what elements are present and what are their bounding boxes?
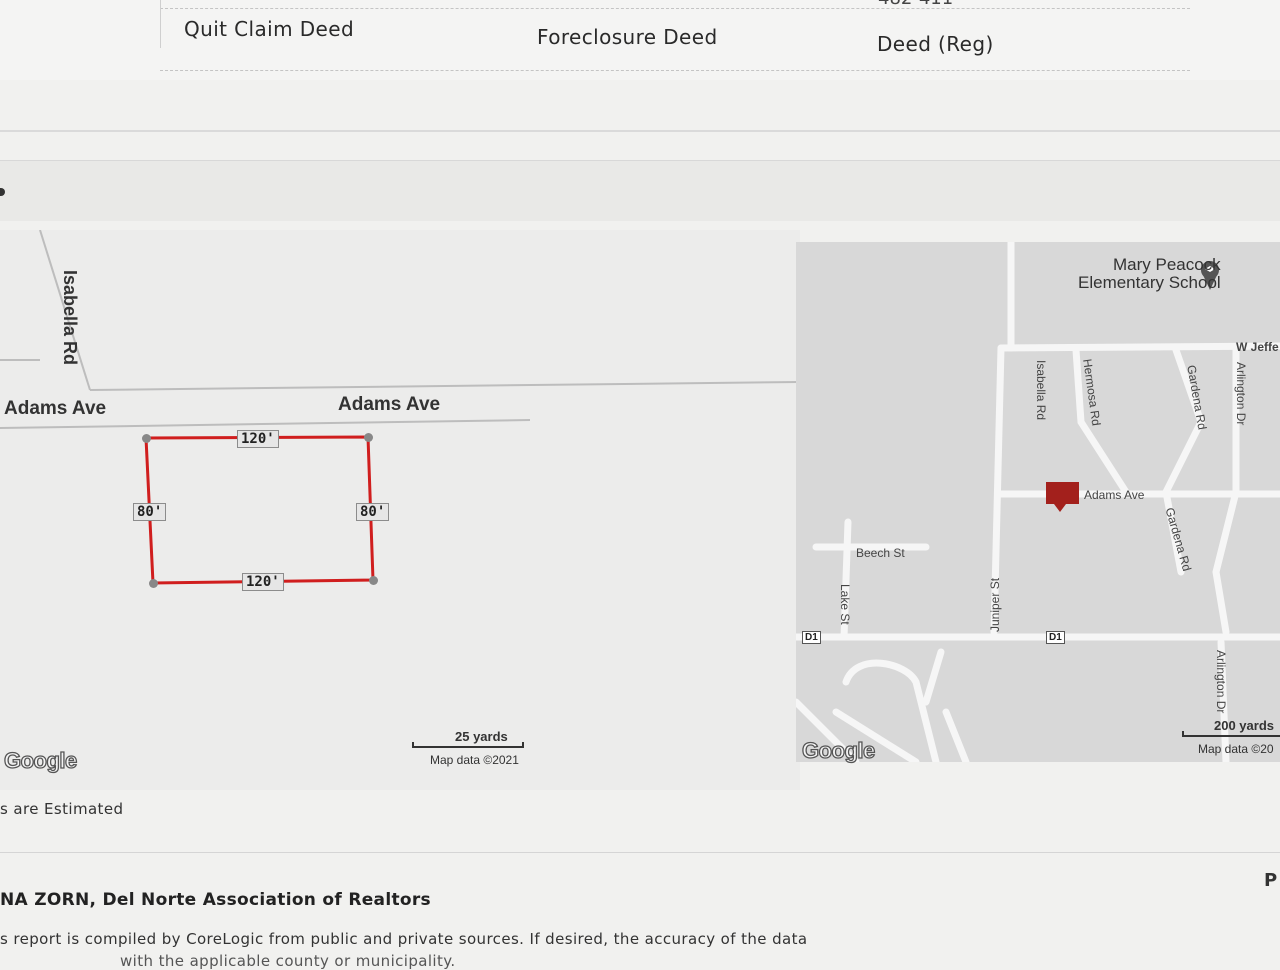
section-marker xyxy=(0,188,5,196)
road-label-adams-left: Adams Ave xyxy=(4,398,107,419)
estimated-note: s are Estimated xyxy=(0,800,124,818)
table-row-divider xyxy=(160,70,1190,71)
deed-reference-number: 482-411 xyxy=(878,0,953,9)
parcel-corner-point xyxy=(369,576,378,585)
map-scale-bar xyxy=(1182,731,1280,737)
google-logo: Google xyxy=(801,737,876,763)
map-scale-label: 25 yards xyxy=(455,729,508,744)
street-label: W Jeffe xyxy=(1236,340,1279,354)
route-shield: D1 xyxy=(1046,631,1065,644)
deed-type-cell: Quit Claim Deed xyxy=(184,17,355,41)
table-column-divider xyxy=(160,0,161,48)
deed-type-cell: Deed (Reg) xyxy=(877,32,994,56)
street-label: Juniper St xyxy=(988,577,1002,632)
poi-label-school[interactable]: Mary Peacock Elementary School xyxy=(1078,256,1221,292)
section-divider xyxy=(0,130,1280,132)
road-label-adams-right: Adams Ave xyxy=(338,394,441,415)
disclaimer-text-continued: with the applicable county or municipali… xyxy=(120,952,456,970)
route-shield: D1 xyxy=(802,631,821,644)
map-data-credit[interactable]: Map data ©20 xyxy=(1198,742,1274,756)
parcel-map-canvas xyxy=(0,230,800,585)
dimension-label-top: 120' xyxy=(237,430,279,448)
street-label: Arlington Dr xyxy=(1214,650,1228,714)
school-pin-icon xyxy=(1201,261,1219,290)
dimension-label-right: 80' xyxy=(356,503,390,521)
map-scale-bar xyxy=(412,742,524,748)
street-label: Arlington Dr xyxy=(1234,362,1248,426)
deed-type-cell: Foreclosure Deed xyxy=(537,25,718,49)
parcel-corner-point xyxy=(149,579,158,588)
table-row-divider xyxy=(160,8,1190,9)
street-label: Adams Ave xyxy=(1084,488,1145,502)
location-marker-icon xyxy=(1046,482,1079,512)
street-label: Isabella Rd xyxy=(1034,360,1048,421)
parcel-corner-point xyxy=(142,434,151,443)
map-data-credit[interactable]: Map data ©2021 xyxy=(430,753,519,767)
dimension-label-bottom: 120' xyxy=(242,573,284,591)
parcel-corner-point xyxy=(364,433,373,442)
page-indicator: P xyxy=(1264,870,1278,891)
google-logo: Google xyxy=(3,747,78,773)
poi-name-line1: Mary Peacock xyxy=(1112,255,1221,274)
dimension-label-left: 80' xyxy=(133,503,167,521)
map-scale-label: 200 yards xyxy=(1214,718,1274,733)
street-label: Beech St xyxy=(856,546,905,560)
street-label: Lake St xyxy=(838,584,852,625)
area-map[interactable]: Mary Peacock Elementary School W Jeffe I… xyxy=(796,242,1280,764)
section-header-band xyxy=(0,160,1280,221)
area-map-canvas xyxy=(796,242,1280,762)
disclaimer-text: s report is compiled by CoreLogic from p… xyxy=(0,930,808,948)
poi-name-line2: Elementary School xyxy=(1078,273,1221,292)
footer-divider xyxy=(0,852,1280,853)
deed-history-table xyxy=(0,0,1280,80)
road-label-isabella: Isabella Rd xyxy=(60,270,80,366)
agent-attribution: NA ZORN, Del Norte Association of Realto… xyxy=(0,890,431,910)
parcel-map[interactable]: Isabella Rd Adams Ave Adams Ave 120' 120… xyxy=(0,230,800,790)
